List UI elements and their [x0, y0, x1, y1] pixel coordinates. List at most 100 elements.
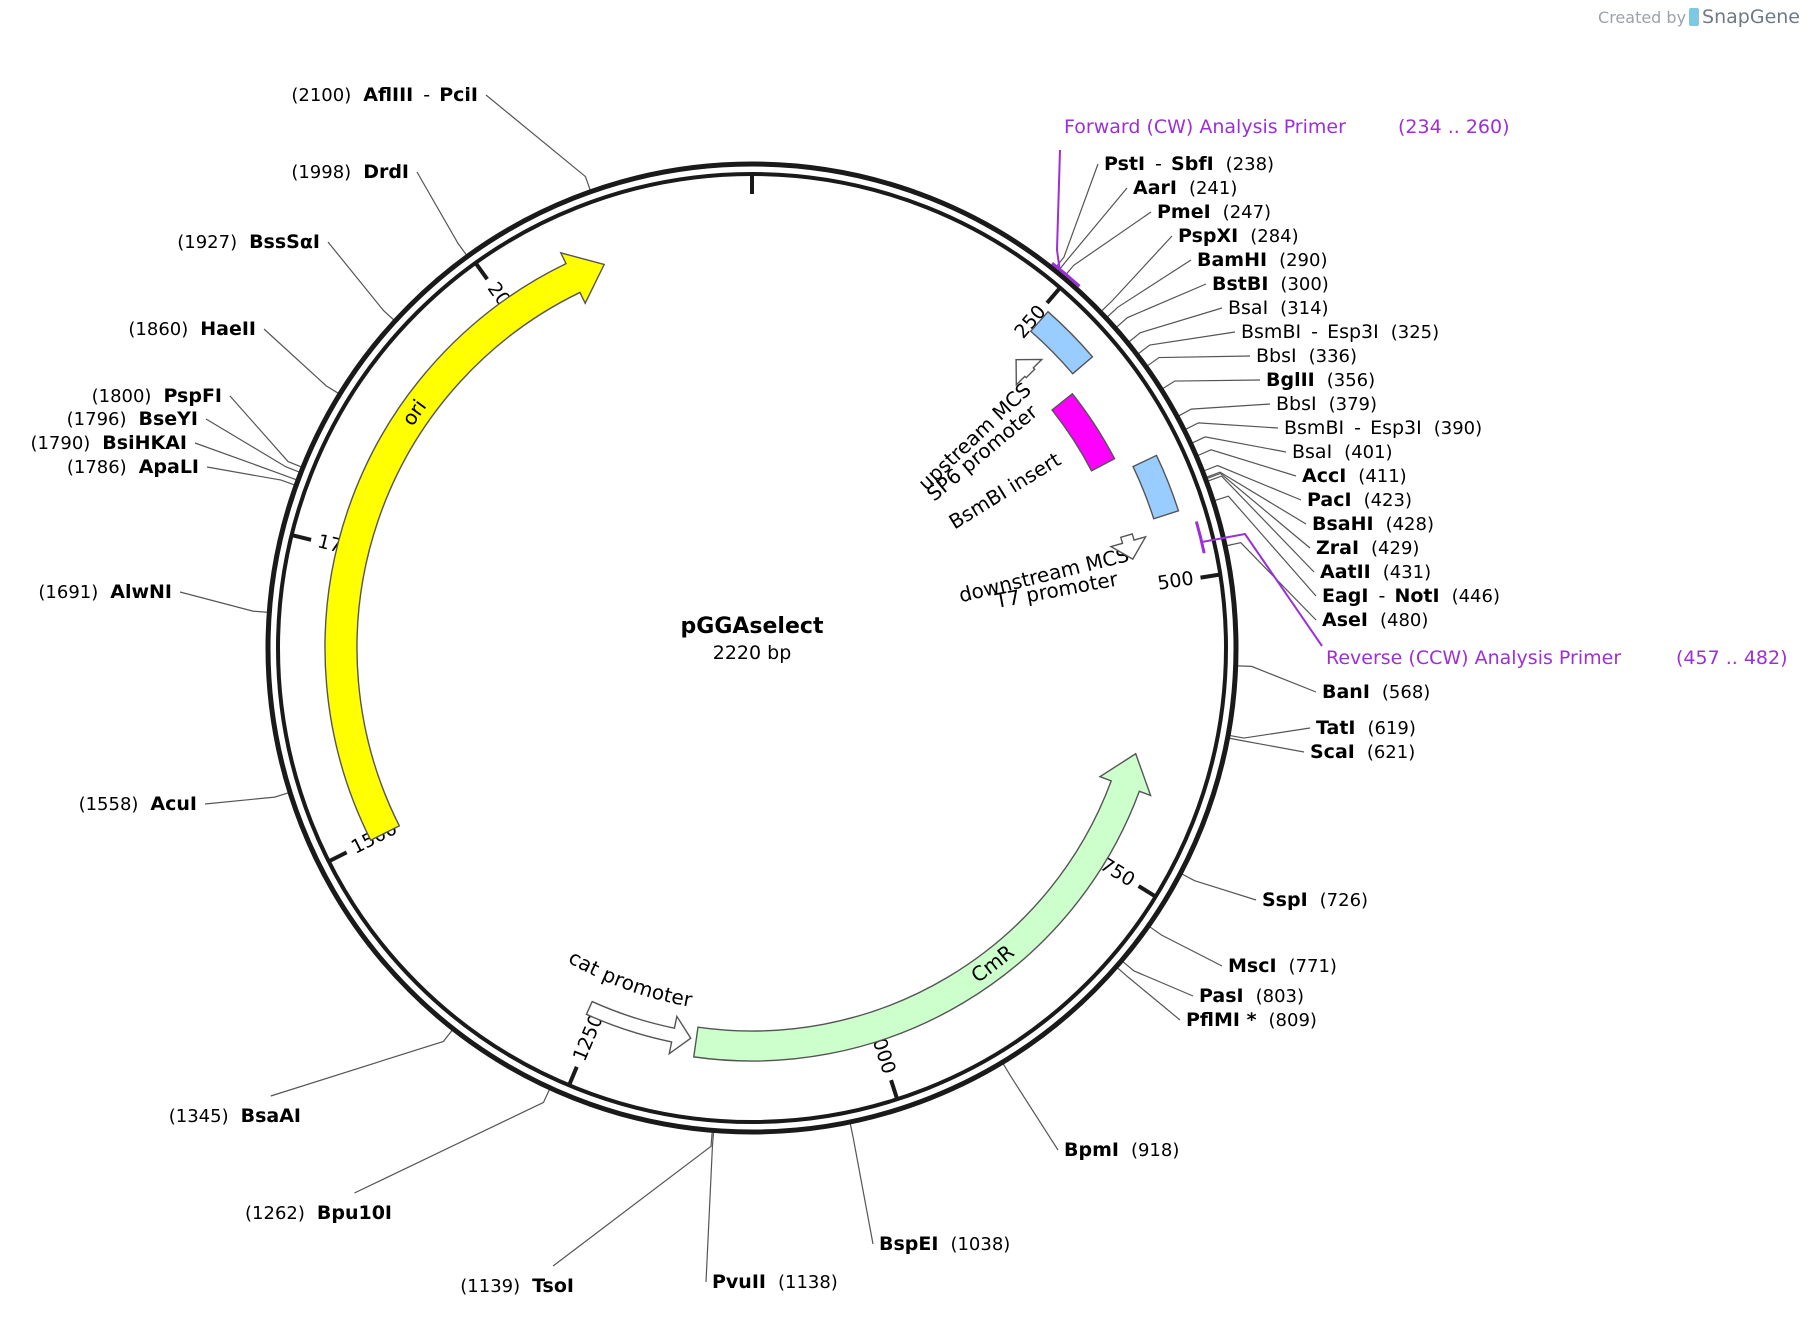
feature-t7-promoter [1109, 533, 1148, 561]
site-label-paci-423: PacI (423) [1307, 489, 1412, 511]
site-leader-bsaai-1345 [270, 1030, 453, 1097]
site-label-bamhi-290: BamHI(290) [1197, 249, 1327, 271]
site-position: (1345) [169, 1106, 229, 1127]
site-leader-pspfi-1800 [229, 395, 302, 468]
site-position: (411) [1358, 466, 1406, 487]
site-leader-acci-411 [1197, 449, 1297, 477]
site-position: (2100) [291, 85, 351, 106]
site-position: (1800) [92, 386, 152, 407]
site-label-bsaai-1345: (1345) BsaAI [169, 1105, 301, 1127]
site-leader-paci-423 [1204, 464, 1302, 501]
tick-mark-1250 [567, 1066, 579, 1087]
site-position: (314) [1280, 298, 1328, 319]
site-label-tsoi-1139: (1139)TsoI [460, 1275, 574, 1297]
site-enzyme-name: Esp3I [1327, 321, 1379, 343]
credit-brand: SnapGene [1702, 6, 1800, 28]
site-leader-bsihkai-1790 [194, 442, 297, 481]
site-leader-msci-771 [1149, 926, 1223, 967]
site-enzyme-name: PacI [1307, 489, 1352, 511]
site-leader-bseyi-1796 [205, 418, 300, 473]
site-label-bstbi-300: BstBI(300) [1212, 273, 1329, 295]
site-leader-drdi-1998 [416, 171, 467, 256]
site-position: (431) [1383, 562, 1431, 583]
site-label-bspei-1038: BspEI(1038) [879, 1233, 1010, 1255]
site-position: (390) [1434, 418, 1482, 439]
site-enzyme-name: BstBI [1212, 273, 1268, 295]
site-leader-bstbi-300 [1116, 283, 1207, 328]
site-enzyme-name: PspXI [1178, 225, 1238, 247]
site-label-psti-sbfi-238: PstI-SbfI(238) [1104, 153, 1274, 175]
site-position: (1786) [67, 457, 127, 478]
tick-mark-250 [1045, 286, 1062, 305]
site-leader-haeii-1860 [263, 328, 339, 394]
site-label-bsahi-428: BsaHI(428) [1312, 513, 1434, 535]
primer-leader-reverse-ccw-analysis-primer [1196, 523, 1323, 647]
site-enzyme-name: AccI [1302, 465, 1346, 487]
site-enzyme-name: PspFI [163, 385, 222, 407]
restriction-site-labels: (2100)AflIII-PciI(1998)DrdI(1927)BssSαI(… [30, 84, 1500, 1297]
site-label-aatii-431: AatII (431) [1320, 561, 1431, 583]
feature-cmr [692, 752, 1152, 1062]
site-label-pspxi-284: PspXI(284) [1178, 225, 1299, 247]
site-label-pspfi-1800: (1800) PspFI [92, 385, 222, 407]
site-leader-bsai-401 [1192, 436, 1287, 453]
site-label-bglii-356: BglII(356) [1266, 369, 1375, 391]
primer-arc-forward-cw-analysis-primer [1051, 261, 1081, 288]
site-leader-afliii-pcii-2100 [485, 94, 591, 190]
site-label-bpmi-918: BpmI(918) [1064, 1139, 1179, 1161]
site-enzyme-name: HaeII [200, 318, 256, 340]
site-enzyme-name: AseI [1322, 609, 1368, 631]
feature-downstream-mcs [1132, 454, 1180, 520]
site-enzyme-name: ZraI [1316, 537, 1359, 559]
site-label-scai-621: ScaI(621) [1310, 741, 1415, 763]
site-enzyme-name: NotI [1394, 585, 1439, 607]
site-enzyme-name: BsaAI [241, 1105, 301, 1127]
site-position: (619) [1367, 718, 1415, 739]
site-label-bseyi-1796: (1796)BseYI [67, 408, 198, 430]
site-position: (918) [1131, 1140, 1179, 1161]
tick-mark-1000 [889, 1079, 900, 1100]
site-position: (241) [1189, 178, 1237, 199]
site-leader-bsai-314 [1128, 307, 1223, 343]
site-position: (1790) [30, 433, 90, 454]
site-leader-bsmbi-esp3i-325 [1138, 331, 1236, 354]
site-enzyme-name: Bpu10I [317, 1202, 392, 1224]
site-label-alwni-1691: (1691)AlwNI [38, 581, 172, 603]
plasmid-length: 2220 bp [713, 642, 792, 664]
site-enzyme-name: PvuII [712, 1271, 766, 1293]
leader-lines [179, 94, 1317, 1283]
site-leader-pmei-247 [1064, 211, 1152, 277]
site-enzyme-name: BsaI [1292, 441, 1332, 463]
site-leader-bpu10i-1262 [354, 1089, 550, 1194]
site-position: (568) [1382, 682, 1430, 703]
site-enzyme-name: Esp3I [1370, 417, 1422, 439]
site-position: (356) [1327, 370, 1375, 391]
site-enzyme-name: BanI [1322, 681, 1370, 703]
site-position: (1138) [778, 1272, 838, 1293]
site-enzyme-name: BamHI [1197, 249, 1267, 271]
plasmid-name: pGGAselect [681, 614, 824, 639]
site-leader-tati-619 [1229, 727, 1311, 739]
site-position: (423) [1364, 490, 1412, 511]
site-label-drdi-1998: (1998)DrdI [291, 161, 409, 183]
site-leader-eagi-noti-446 [1214, 495, 1317, 597]
site-enzyme-name: ApaLI [139, 456, 199, 478]
site-label-bsmbi-esp3i-325: BsmBI-Esp3I(325) [1241, 321, 1439, 343]
site-label-tati-619: TatI(619) [1316, 717, 1416, 739]
site-label-pflmi-809: PflMI *(809) [1186, 1009, 1317, 1031]
backbone-outer-ring [265, 161, 1239, 1135]
site-position: (1860) [128, 319, 188, 340]
site-label-afliii-pcii-2100: (2100)AflIII-PciI [291, 84, 478, 106]
site-label-acui-1558: (1558)AcuI [79, 793, 197, 815]
site-separator: - [1155, 153, 1162, 175]
site-leader-bspei-1038 [849, 1123, 874, 1245]
site-enzyme-name: AatII [1320, 561, 1371, 583]
site-position: (401) [1344, 442, 1392, 463]
site-label-acci-411: AccI (411) [1302, 465, 1407, 487]
feature-ori [324, 251, 606, 842]
feature-sp6-promoter [1015, 358, 1044, 387]
site-label-bsmbi-esp3i-390: BsmBI-Esp3I(390) [1284, 417, 1482, 439]
feature-upstream-mcs [1029, 310, 1094, 375]
site-position: (1038) [950, 1234, 1010, 1255]
site-leader-aatii-431 [1208, 475, 1315, 573]
